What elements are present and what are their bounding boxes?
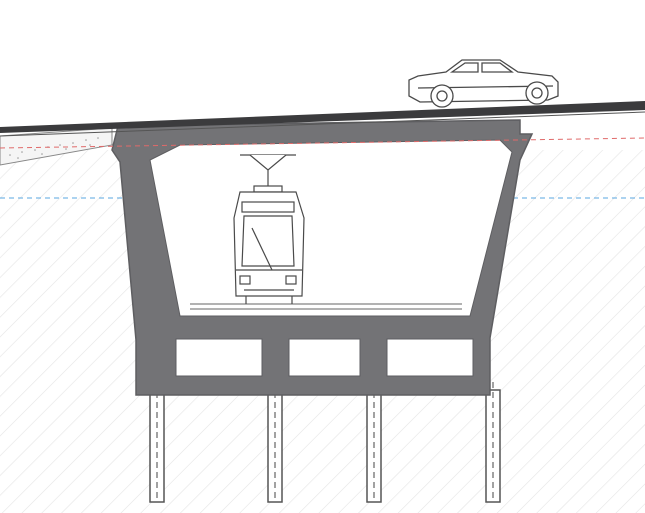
road-deck <box>0 101 645 133</box>
road-edge-line <box>0 111 645 137</box>
track <box>190 303 462 310</box>
embankment-gravel <box>9 137 99 159</box>
pile <box>485 382 501 503</box>
pile <box>366 382 382 503</box>
piles <box>149 382 501 503</box>
tunnel-opening <box>149 139 513 317</box>
base-void <box>288 338 361 377</box>
tram-in-tunnel <box>233 154 305 304</box>
base-void <box>175 338 263 377</box>
base-void <box>386 338 474 377</box>
pile <box>267 382 283 503</box>
left-embankment <box>0 127 113 166</box>
car-on-road <box>408 59 559 108</box>
pile <box>149 382 165 503</box>
